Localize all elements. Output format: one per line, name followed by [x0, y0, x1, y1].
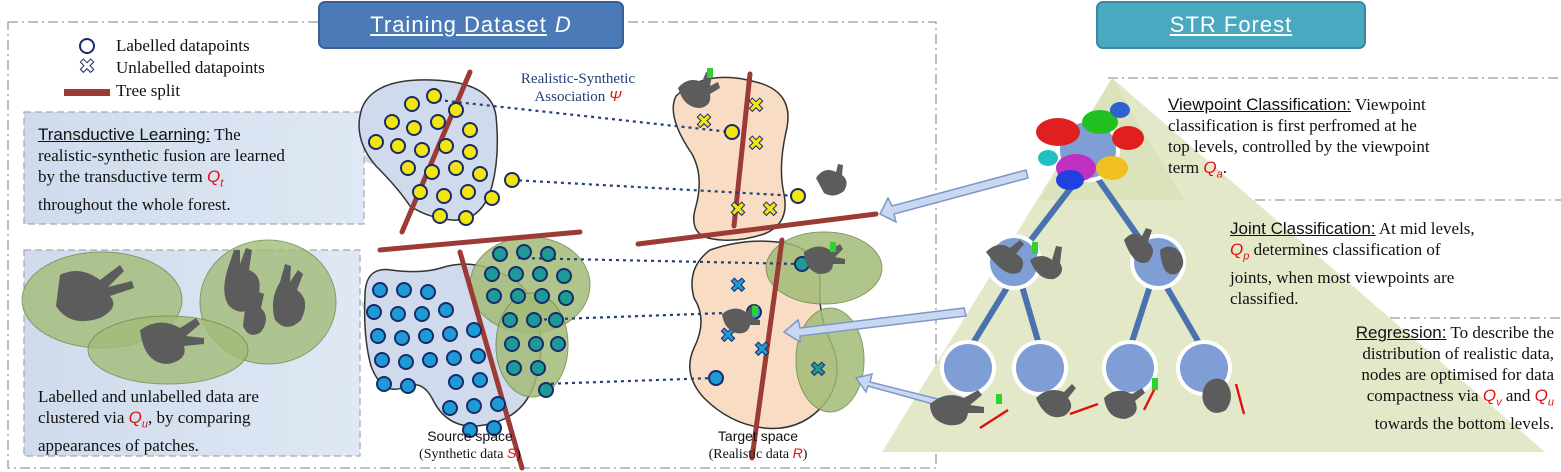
association-symbol: Ψ	[609, 88, 622, 105]
finger-markers	[996, 242, 1158, 404]
transductive-text3: by the transductive term	[38, 167, 203, 186]
clustering-q: Q	[128, 408, 142, 427]
transductive-q: Q	[207, 167, 221, 186]
str-forest-header: STR Forest	[1096, 1, 1366, 49]
transductive-box	[23, 111, 365, 225]
str-forest-title: STR Forest	[1169, 12, 1293, 37]
clustering-note: Labelled and unlabelled data are cluster…	[38, 386, 354, 456]
transductive-note: Transductive Learning: The realistic-syn…	[38, 124, 358, 215]
source-caption-symbol: S	[506, 445, 517, 461]
svg-text:✖: ✖	[748, 131, 765, 155]
training-dataset-symbol: D	[554, 12, 572, 37]
regression-qv: Q	[1482, 386, 1497, 405]
viewpoint-text1: Viewpoint	[1351, 95, 1426, 114]
joint-q-sub: p	[1243, 250, 1250, 263]
legend-split-icon	[64, 89, 110, 96]
regression-and: and	[1501, 386, 1535, 405]
clustering-q-sub: u	[141, 418, 148, 431]
labelled-points-teal	[484, 244, 810, 398]
clustering-text3: appearances of patches.	[38, 436, 199, 456]
legend-labelled-label: Labelled datapoints	[116, 36, 250, 55]
association-line1: Realistic-Synthetic	[520, 71, 636, 87]
legend-unlabelled-label: Unlabelled datapoints	[116, 58, 265, 77]
labelled-points-blue	[366, 282, 506, 438]
hand-marker-green	[707, 68, 713, 78]
regression-text1: To describe the	[1446, 323, 1554, 342]
svg-text:✖: ✖	[762, 197, 779, 221]
regression-text2: distribution of realistic data,	[1362, 344, 1554, 363]
association-lines	[437, 98, 801, 386]
viewpoint-q-sub: a	[1216, 168, 1223, 181]
svg-text:✖: ✖	[730, 197, 747, 221]
viewpoint-text2: classification is first perfromed at he	[1168, 116, 1417, 135]
joint-q: Q	[1230, 240, 1244, 259]
regression-text5: towards the bottom levels.	[1374, 414, 1554, 434]
root-hand-cluster	[1036, 102, 1144, 190]
target-top-blob	[672, 76, 789, 241]
association-label: Realistic-Synthetic Association Ψ	[498, 70, 658, 106]
svg-text:✖: ✖	[730, 273, 747, 297]
transductive-text2: realistic-synthetic fusion are learned	[38, 146, 285, 165]
transductive-heading: Transductive Learning:	[38, 125, 211, 144]
joint-text1: At mid levels,	[1375, 219, 1475, 238]
regression-text4a: compactness via	[1366, 386, 1479, 405]
tree-splits	[377, 69, 879, 471]
joint-text4: classified.	[1230, 289, 1299, 309]
regression-text3: nodes are optimised for data	[1361, 365, 1554, 384]
hand-marker-green	[752, 306, 758, 316]
regression-qu: Q	[1534, 386, 1548, 405]
joint-heading: Joint Classification:	[1230, 219, 1376, 238]
viewpoint-q: Q	[1203, 158, 1217, 177]
target-caption-symbol: R	[792, 445, 803, 461]
hand-marker-green	[830, 242, 836, 252]
source-caption-close: )	[516, 447, 521, 462]
regression-qu-sub: u	[1547, 396, 1554, 409]
target-caption-line2: (Realistic data	[708, 447, 790, 462]
training-dataset-header: Training Dataset D	[318, 1, 624, 49]
source-caption-line1: Source space	[427, 428, 513, 444]
source-space-caption: Source space (Synthetic data S)	[400, 428, 540, 463]
source-caption-line2: (Synthetic data	[419, 447, 504, 462]
svg-text:✖: ✖	[754, 337, 771, 361]
labelled-points-yellow	[368, 88, 520, 226]
viewpoint-heading: Viewpoint Classification:	[1168, 95, 1351, 114]
forest-node-hands	[930, 228, 1231, 426]
target-caption-close: )	[802, 447, 808, 462]
regression-note: Regression: To describe the distribution…	[1290, 322, 1554, 434]
target-caption-line1: Target space	[717, 428, 799, 444]
viewpoint-text4: term	[1168, 158, 1200, 177]
joint-text3: joints, when most viewpoints are	[1230, 268, 1455, 288]
association-line2: Association	[534, 89, 606, 105]
clustering-text2a: clustered via	[38, 408, 125, 427]
hand-silhouettes	[56, 248, 306, 364]
clustering-text2b: , by comparing	[148, 408, 251, 427]
viewpoint-text3: top levels, controlled by the viewpoint	[1168, 137, 1430, 156]
legend-split-label: Tree split	[116, 81, 181, 100]
transductive-text1: The	[210, 125, 241, 144]
legend-labelled-icon	[79, 38, 95, 54]
transductive-text4: throughout the whole forest.	[38, 195, 231, 215]
svg-text:✖: ✖	[748, 93, 765, 117]
clustering-text1: Labelled and unlabelled data are	[38, 387, 259, 406]
transductive-q-sub: t	[220, 177, 224, 190]
svg-text:✖: ✖	[696, 109, 713, 133]
target-space-caption: Target space (Realistic data R)	[688, 428, 828, 463]
legend-unlabelled-icon: ✖	[79, 54, 96, 78]
regression-heading: Regression:	[1355, 323, 1447, 342]
regression-qv-sub: v	[1496, 396, 1502, 409]
viewpoint-text5: .	[1222, 158, 1228, 177]
training-dataset-title: Training Dataset	[370, 12, 547, 37]
viewpoint-note: Viewpoint Classification: Viewpoint clas…	[1168, 94, 1508, 185]
forest-arrows	[782, 169, 1029, 407]
svg-text:✖: ✖	[810, 357, 827, 381]
joint-text2: determines classification of	[1249, 240, 1441, 259]
joint-note: Joint Classification: At mid levels, Qp …	[1230, 218, 1550, 309]
